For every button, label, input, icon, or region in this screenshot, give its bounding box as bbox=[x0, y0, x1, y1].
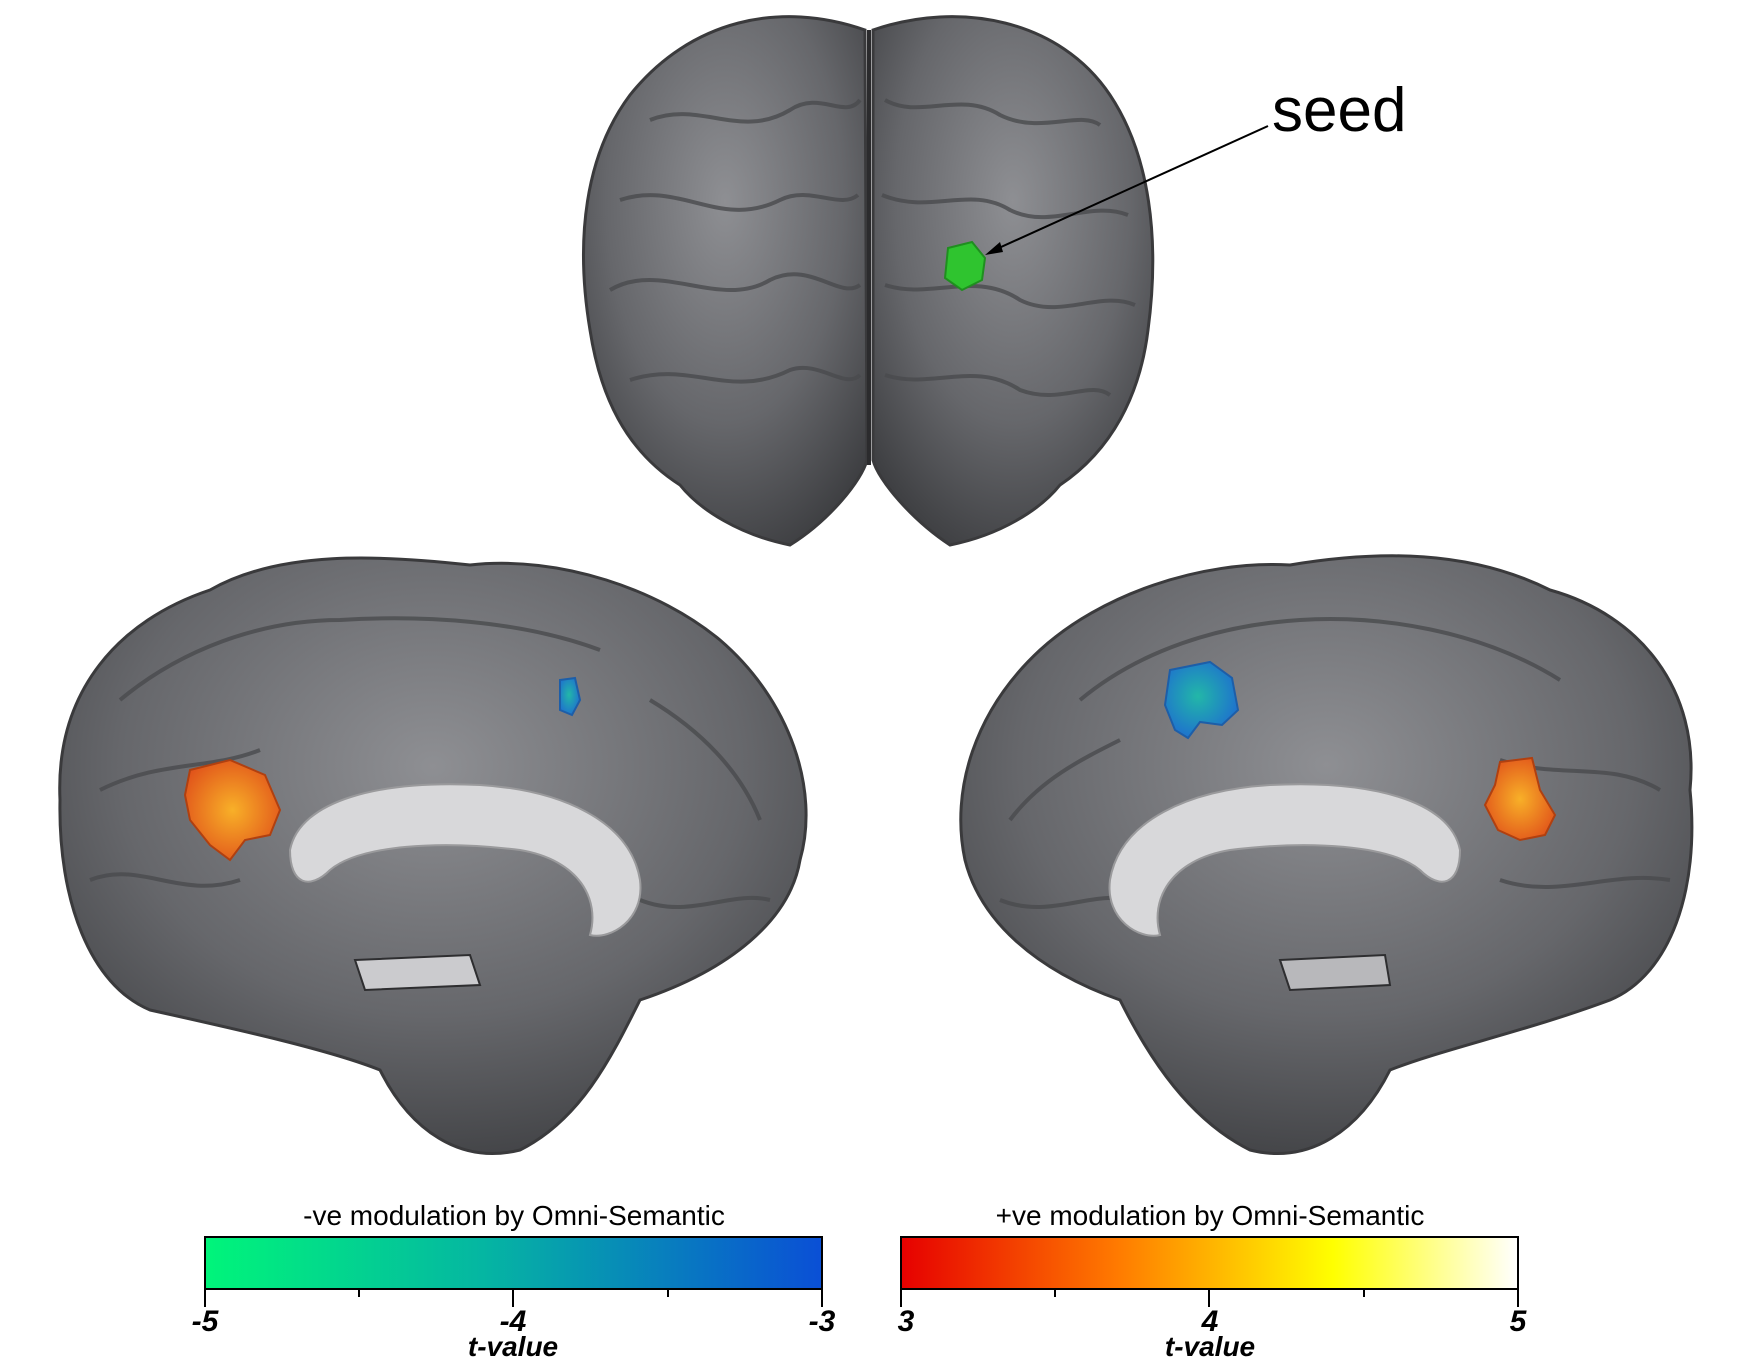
frontal-brain-view bbox=[582, 15, 1269, 547]
positive-colorbar-ticks bbox=[900, 1289, 1519, 1307]
positive-tick-min: 3 bbox=[897, 1305, 915, 1338]
negative-axis-label: t-value bbox=[467, 1331, 559, 1362]
right-brainstem-shadow bbox=[1278, 953, 1392, 992]
negative-tick-mid: -4 bbox=[499, 1305, 527, 1338]
positive-axis-label: t-value bbox=[1164, 1331, 1256, 1362]
right-corpus-callosum bbox=[1108, 783, 1462, 937]
positive-tick-mid: 4 bbox=[1201, 1305, 1219, 1338]
negative-colorbar-ticks bbox=[204, 1289, 823, 1307]
right-medial-brain-view bbox=[959, 554, 1694, 1155]
positive-tick-max: 5 bbox=[1509, 1305, 1527, 1338]
frontal-gyri bbox=[608, 98, 1136, 397]
negative-colorbar bbox=[204, 1236, 823, 1307]
right-hemisphere bbox=[871, 15, 1155, 547]
positive-colorbar-gradient bbox=[900, 1236, 1519, 1290]
negative-colorbar-title: -ve modulation by Omni-Semantic bbox=[303, 1200, 725, 1231]
positive-colorbar bbox=[900, 1236, 1519, 1307]
negative-colorbar-gradient bbox=[204, 1236, 823, 1290]
left-medial-brain-view bbox=[58, 556, 808, 1155]
right-positive-cluster bbox=[1483, 756, 1557, 842]
seed-region bbox=[943, 240, 987, 292]
seed-arrow bbox=[989, 125, 1269, 253]
negative-tick-min: -5 bbox=[191, 1305, 219, 1338]
left-negative-cluster bbox=[559, 676, 582, 717]
positive-colorbar-title: +ve modulation by Omni-Semantic bbox=[995, 1200, 1425, 1231]
negative-tick-max: -3 bbox=[808, 1305, 836, 1338]
left-medial-gyri bbox=[89, 616, 771, 909]
left-corpus-callosum bbox=[288, 783, 642, 937]
seed-label: seed bbox=[1272, 76, 1407, 145]
seed-arrow-head bbox=[985, 242, 1003, 255]
left-positive-cluster bbox=[183, 758, 282, 862]
right-medial-cortex bbox=[959, 554, 1694, 1155]
right-negative-cluster bbox=[1163, 660, 1240, 740]
left-medial-cortex bbox=[58, 556, 808, 1155]
left-hemisphere bbox=[582, 15, 869, 547]
left-brainstem-shadow bbox=[353, 953, 482, 992]
